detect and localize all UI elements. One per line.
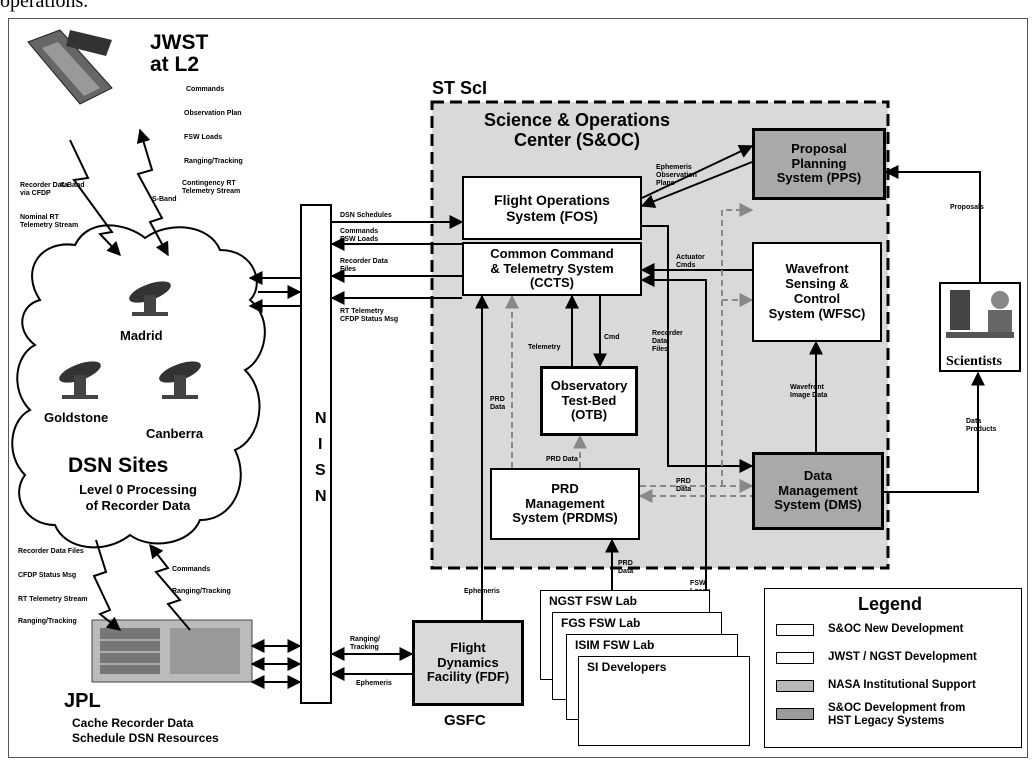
legend-box: [764, 588, 1022, 748]
stsci-label: ST ScI: [432, 78, 488, 98]
wfsc-box[interactable]: Wavefront Sensing & Control System (WFSC…: [752, 242, 882, 342]
pps-box[interactable]: Proposal Planning System (PPS): [752, 128, 886, 200]
dish-icon-goldstone: [59, 361, 101, 399]
dsn-site-goldstone: Goldstone: [44, 410, 109, 425]
nisn-label-dsn-schedules: DSN Schedules: [340, 212, 392, 219]
fos-box[interactable]: Flight Operations System (FOS): [462, 176, 642, 240]
x-band-label: X-Band: [60, 182, 85, 189]
lab-si-developers: SI Developers: [578, 656, 750, 746]
nisn-label-recorder: Recorder Data Files: [340, 258, 388, 273]
soc-title: Science & Operations Center (S&OC): [483, 110, 671, 150]
jwst-spacecraft-icon: [27, 29, 113, 105]
gsfc-label: GSFC: [444, 712, 486, 729]
uplink-label-observation-plan: Observation Plan: [184, 110, 242, 117]
jpl-label-ranging-right: Ranging/Tracking: [172, 588, 231, 595]
nisn-letter-n2: N: [315, 488, 327, 505]
jpl-dsn-link-left: [92, 539, 122, 631]
downlink-label-recorder: Recorder Data via CFDP: [20, 182, 68, 197]
dms-box[interactable]: Data Management System (DMS): [752, 452, 884, 530]
jwst-title: JWST at L2: [150, 31, 209, 76]
legend-swatch-nasa: [776, 680, 814, 692]
downlink-label-nominal: Nominal RT Telemetry Stream: [20, 214, 79, 229]
flow-label-prd-data-left: PRD Data: [490, 396, 506, 411]
nisn-label-rt-telemetry: RT Telemetry CFDP Status Msg: [340, 308, 399, 323]
legend-swatch-hst: [776, 708, 814, 720]
flow-label-prd-data-right: PRD Data: [676, 478, 692, 493]
legend-label-new: S&OC New Development: [828, 623, 964, 635]
flow-label-cmd: Cmd: [604, 334, 620, 341]
s-band-link: [136, 128, 169, 257]
nisn-bar: [300, 204, 332, 704]
ccts-box[interactable]: Common Command & Telemetry System (CCTS): [462, 242, 642, 296]
flow-label-prd-data-mid: PRD Data: [546, 456, 578, 463]
otb-box[interactable]: Observatory Test-Bed (OTB): [540, 366, 638, 436]
dsn-site-madrid: Madrid: [120, 328, 163, 343]
flow-label-recorder-data-files: Recorder Data Files: [652, 330, 683, 353]
jpl-label-recorder-files: Recorder Data Files: [18, 548, 84, 555]
uplink-label-commands: Commands: [186, 86, 225, 93]
nisn-letter-i: I: [318, 436, 323, 453]
uplink-label-contingency: Contingency RT Telemetry Stream: [182, 180, 241, 195]
flow-label-proposals: Proposals: [950, 204, 984, 211]
legend-title: Legend: [858, 594, 923, 614]
jpl-label-cfdp: CFDP Status Msg: [18, 572, 77, 579]
flow-label-wavefront-image-data: Wavefront Image Data: [790, 384, 828, 399]
flow-label-data-products: Data Products: [966, 418, 997, 433]
legend-label-jwst: JWST / NGST Development: [828, 651, 977, 663]
uplink-label-ranging: Ranging/Tracking: [184, 158, 243, 165]
jpl-building-icon: [91, 619, 253, 683]
nisn-letter-s: S: [315, 462, 326, 479]
flow-label-ranging-fdf: Ranging/ Tracking: [350, 636, 380, 651]
jpl-subtitle: Cache Recorder Data Schedule DSN Resourc…: [72, 716, 219, 745]
jpl-label-rt-telemetry: RT Telemetry Stream: [18, 596, 88, 603]
top-fragment-text: operations.: [0, 0, 89, 12]
legend-label-hst: S&OC Development from HST Legacy Systems: [828, 702, 966, 727]
s-band-label: S-Band: [152, 196, 177, 203]
dish-icon-madrid: [129, 281, 171, 316]
legend-label-nasa: NASA Institutional Support: [828, 679, 976, 691]
nisn-letter-n1: N: [315, 410, 327, 427]
flow-label-telemetry: Telemetry: [528, 344, 561, 351]
jpl-title: JPL: [64, 690, 101, 712]
jpl-label-commands: Commands: [172, 566, 211, 573]
nisn-label-commands: Commands FSW Loads: [340, 228, 379, 243]
flow-label-prd-data-labs: PRD Data: [618, 560, 634, 575]
scientists-icon: [939, 282, 1021, 372]
prdms-box[interactable]: PRD Management System (PRDMS): [490, 468, 640, 540]
jpl-dsn-link-right: [149, 543, 191, 631]
uplink-label-fsw-loads: FSW Loads: [184, 134, 223, 141]
legend-swatch-new: [776, 624, 814, 636]
flow-label-actuator-cmds: Actuator Cmds: [676, 254, 705, 269]
fdf-box[interactable]: Flight Dynamics Facility (FDF): [412, 620, 524, 706]
dsn-subtitle: Level 0 Processing of Recorder Data: [79, 482, 197, 513]
flow-label-ephemeris-obsplans: Ephemeris Observation Plans: [656, 164, 697, 187]
legend-swatch-jwst: [776, 652, 814, 664]
dsn-site-canberra: Canberra: [146, 426, 204, 441]
jpl-label-ranging: Ranging/Tracking: [18, 618, 77, 625]
x-band-link: [69, 139, 121, 257]
dish-icon-canberra: [159, 361, 201, 399]
flow-label-ephemeris-jpl: Ephemeris: [356, 680, 392, 687]
flow-label-ephemeris-fdf: Ephemeris: [464, 588, 500, 595]
scientists-label: Scientists: [946, 354, 1002, 369]
dsn-title: DSN Sites: [68, 454, 169, 477]
